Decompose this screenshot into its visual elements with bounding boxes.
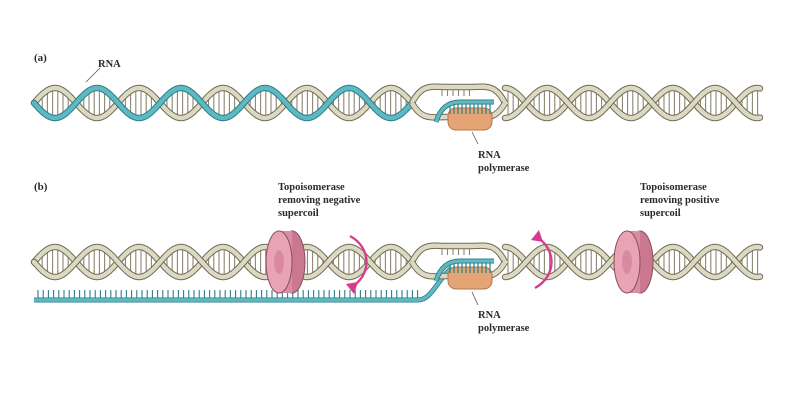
rna-label: RNA bbox=[98, 59, 121, 70]
rotation-arrowhead bbox=[531, 230, 543, 242]
bubble-nontemplate-strand bbox=[410, 243, 507, 264]
polymerase-b-label-line2: polymerase bbox=[478, 323, 530, 334]
topo-positive-label-line1: Topoisomerase bbox=[640, 182, 707, 193]
topoisomerase-negative bbox=[265, 230, 306, 294]
transcription-bubble-a bbox=[409, 83, 508, 121]
nascent-rna bbox=[434, 259, 494, 282]
strand-b bbox=[502, 85, 763, 121]
topoisomerase-hole bbox=[622, 250, 632, 274]
topoisomerase-hole bbox=[274, 250, 284, 274]
released-rna-b bbox=[34, 265, 454, 303]
panel-b-diagram bbox=[30, 230, 764, 306]
downstream-dna-helix-a bbox=[501, 84, 764, 122]
rotation-arrow-positive bbox=[531, 230, 553, 290]
strand-a bbox=[502, 85, 763, 121]
rotation-arc bbox=[534, 234, 553, 290]
strand-a bbox=[31, 244, 415, 280]
strand-b bbox=[31, 85, 415, 121]
strand-b bbox=[31, 244, 415, 280]
topo-negative-label-line3: supercoil bbox=[278, 208, 319, 219]
topo-positive-label-line3: supercoil bbox=[640, 208, 681, 219]
panel-a-diagram bbox=[30, 67, 764, 145]
rotation-arrow-negative bbox=[346, 234, 368, 294]
polymerase-a-label-line2: polymerase bbox=[478, 163, 530, 174]
panel-a-label: (a) bbox=[34, 52, 47, 64]
released-rna-strand bbox=[34, 266, 454, 302]
rna-polymerase-b bbox=[433, 258, 494, 290]
rotation-arc bbox=[349, 234, 368, 290]
bubble-nontemplate-strand bbox=[410, 84, 507, 105]
rna-leader-line bbox=[85, 67, 101, 83]
topo-negative-label-line1: Topoisomerase bbox=[278, 182, 345, 193]
polymerase-leader-line-b bbox=[471, 291, 479, 306]
topo-positive-label-line2: removing positive bbox=[640, 195, 720, 206]
topo-negative-label-line2: removing negative bbox=[278, 195, 361, 206]
topoisomerase-positive bbox=[613, 230, 654, 294]
rotation-arrowhead bbox=[346, 282, 358, 294]
polymerase-b-label-line1: RNA bbox=[478, 310, 501, 321]
rna-polymerase-a bbox=[433, 99, 494, 131]
polymerase-leader-line-a bbox=[471, 131, 479, 145]
strand-a bbox=[31, 85, 415, 121]
upstream-dna-rna-helix-a bbox=[30, 84, 416, 122]
released-rna-outline bbox=[34, 265, 454, 303]
polymerase-a-label-line1: RNA bbox=[478, 150, 501, 161]
nascent-rna bbox=[434, 100, 494, 123]
upstream-dna-helix-b bbox=[30, 243, 416, 281]
panel-b-label: (b) bbox=[34, 181, 48, 193]
